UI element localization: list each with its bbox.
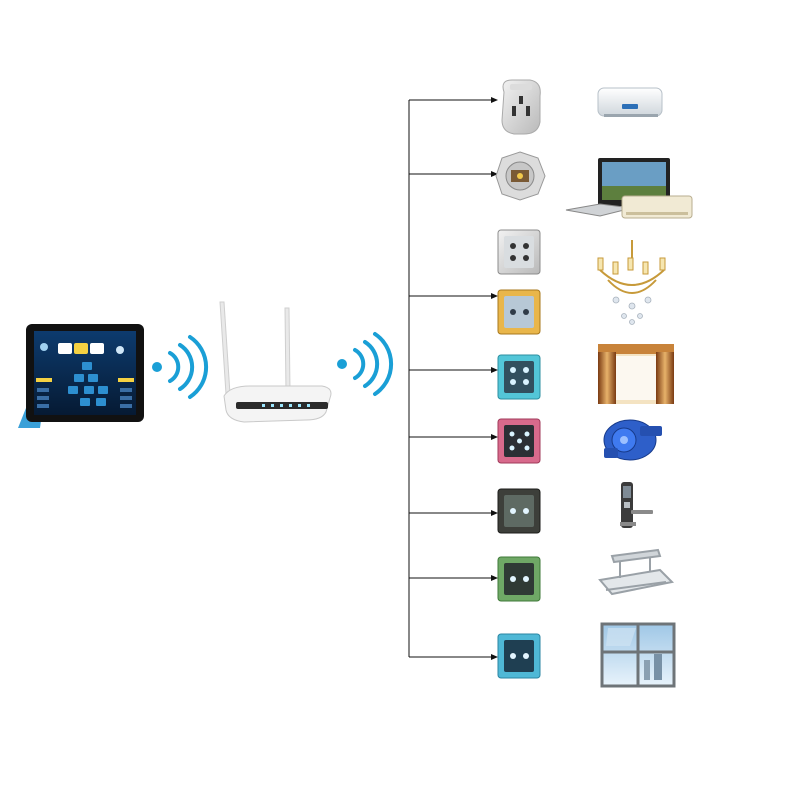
switch-panel-black-icon	[497, 488, 541, 534]
water-heater-icon	[597, 87, 663, 117]
tv-dvd-air-conditioner-icon	[565, 158, 693, 219]
branch-arrow	[409, 293, 498, 299]
branch-arrow	[409, 171, 498, 177]
chandelier-icon	[597, 240, 666, 325]
bus-connector	[408, 97, 498, 660]
tablet-menu-tab	[58, 343, 72, 354]
tablet-control-grid	[68, 362, 108, 406]
switch-panel-teal-icon	[497, 633, 541, 679]
wifi-signal-right-icon	[337, 332, 394, 396]
branch-arrow	[409, 575, 498, 581]
branch-arrow	[409, 434, 498, 440]
tablet-side-label	[36, 378, 52, 382]
tablet	[18, 324, 144, 428]
curtain-icon	[598, 344, 674, 404]
tablet-settings-icon	[40, 343, 48, 351]
switch-panel-cyan-icon	[497, 354, 541, 400]
tablet-gear-icon	[116, 346, 124, 354]
smart-plug-icon	[501, 79, 541, 135]
door-lock-icon	[620, 482, 653, 528]
tablet-menu-tab	[90, 343, 104, 354]
wifi-signal-left-icon	[152, 335, 209, 399]
branch-arrow	[409, 654, 498, 660]
router-antenna-right	[284, 307, 291, 393]
switch-panel-silver-icon	[497, 229, 541, 275]
branch-arrow	[409, 97, 498, 103]
wifi-router	[219, 301, 332, 423]
clothes-airer-icon	[598, 548, 675, 596]
window-opener-icon	[600, 622, 676, 688]
switch-panel-pink-icon	[497, 418, 541, 464]
router-status-leds	[262, 404, 310, 407]
switch-panel-gold-icon	[497, 289, 541, 335]
water-pump-icon	[603, 419, 662, 461]
branch-arrow	[409, 510, 498, 516]
tablet-menu-tab	[74, 343, 88, 354]
switch-panel-green-icon	[497, 556, 541, 602]
branch-arrow	[409, 367, 498, 373]
tablet-side-label	[118, 378, 134, 382]
infrared-module-icon	[495, 151, 546, 201]
router-antenna-left	[219, 301, 231, 395]
tablet-side-buttons	[37, 388, 132, 408]
